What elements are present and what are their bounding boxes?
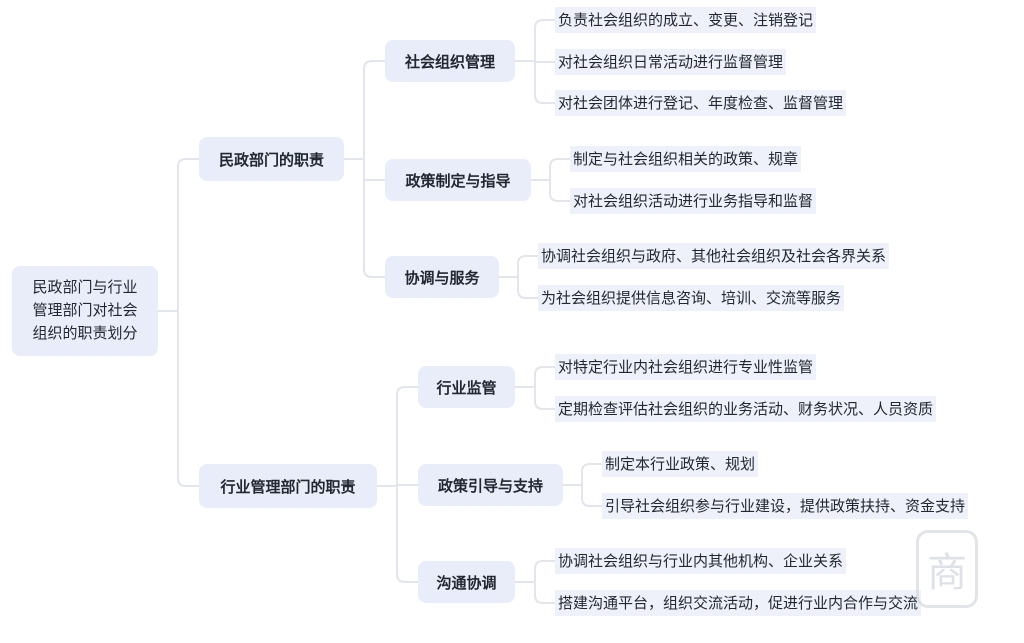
connector-topic-0-link (534, 19, 555, 29)
leaf-item[interactable]: 对社会组织日常活动进行监督管理 (555, 49, 787, 75)
topic-label: 政策引导与支持 (437, 476, 543, 495)
topic-label: 社会组织管理 (404, 52, 495, 71)
connector-branch-0-link (363, 268, 385, 278)
topic-coordination-service[interactable]: 协调与服务 (385, 256, 499, 298)
leaf-item[interactable]: 搭建沟通平台，组织交流活动，促进行业内合作与交流 (555, 590, 922, 616)
connector-root-link (177, 477, 199, 487)
topic-label: 协调与服务 (404, 268, 480, 287)
topic-communication[interactable]: 沟通协调 (418, 561, 515, 603)
topic-social-org-management[interactable]: 社会组织管理 (385, 40, 515, 82)
connector-topic-4-link (581, 463, 602, 473)
connector-topic-3-link (534, 366, 555, 376)
leaf-item[interactable]: 制定本行业政策、规划 (602, 451, 759, 477)
topic-label: 沟通协调 (436, 573, 497, 592)
leaf-item[interactable]: 定期检查评估社会组织的业务活动、财务状况、人员资质 (555, 396, 937, 422)
watermark-glyph: 商 (927, 550, 967, 596)
topic-policy-support[interactable]: 政策引导与支持 (418, 464, 563, 506)
connector-topic-2-link (517, 255, 538, 265)
connector-topic-4-link (581, 497, 602, 507)
leaf-item[interactable]: 负责社会组织的成立、变更、注销登记 (555, 7, 817, 33)
leaf-item[interactable]: 协调社会组织与行业内其他机构、企业关系 (555, 548, 847, 574)
root-line-2: 管理部门对社会 (32, 301, 138, 319)
branch-civil-affairs[interactable]: 民政部门的职责 (199, 137, 344, 181)
connector-topic-3-link (534, 400, 555, 410)
leaf-item[interactable]: 对社会团体进行登记、年度检查、监督管理 (555, 90, 847, 116)
connector-branch-1-link (396, 386, 418, 396)
leaf-item[interactable]: 协调社会组织与政府、其他社会组织及社会各界关系 (538, 243, 890, 269)
connector-topic-1-link (549, 158, 570, 168)
connector-root-link (177, 158, 199, 168)
connector-topic-5-link (534, 594, 555, 604)
branch-industry-management[interactable]: 行业管理部门的职责 (199, 464, 377, 508)
root-node[interactable]: 民政部门与行业 管理部门对社会 组织的职责划分 (12, 266, 158, 356)
root-line-3: 组织的职责划分 (32, 324, 138, 342)
topic-label: 政策制定与指导 (405, 171, 511, 190)
leaf-item[interactable]: 为社会组织提供信息咨询、培训、交流等服务 (538, 285, 845, 311)
connector-topic-1-link (549, 192, 570, 202)
topic-industry-supervision[interactable]: 行业监管 (418, 366, 515, 408)
root-line-1: 民政部门与行业 (32, 278, 138, 296)
branch-label: 行业管理部门的职责 (220, 477, 356, 496)
leaf-item[interactable]: 引导社会组织参与行业建设，提供政策扶持、资金支持 (602, 493, 969, 519)
topic-policy-guidance[interactable]: 政策制定与指导 (385, 159, 531, 201)
branch-label: 民政部门的职责 (218, 150, 324, 169)
connector-topic-5-link (534, 560, 555, 570)
watermark-logo: 商 (916, 530, 978, 608)
topic-label: 行业监管 (436, 378, 497, 397)
leaf-item[interactable]: 制定与社会组织相关的政策、规章 (570, 146, 802, 172)
leaf-item[interactable]: 对社会组织活动进行业务指导和监督 (570, 188, 817, 214)
connector-topic-0-link (534, 94, 555, 104)
connector-topic-2-link (517, 289, 538, 299)
connector-branch-1-link (396, 573, 418, 583)
connector-branch-0-link (363, 60, 385, 70)
leaf-item[interactable]: 对特定行业内社会组织进行专业性监管 (555, 354, 817, 380)
